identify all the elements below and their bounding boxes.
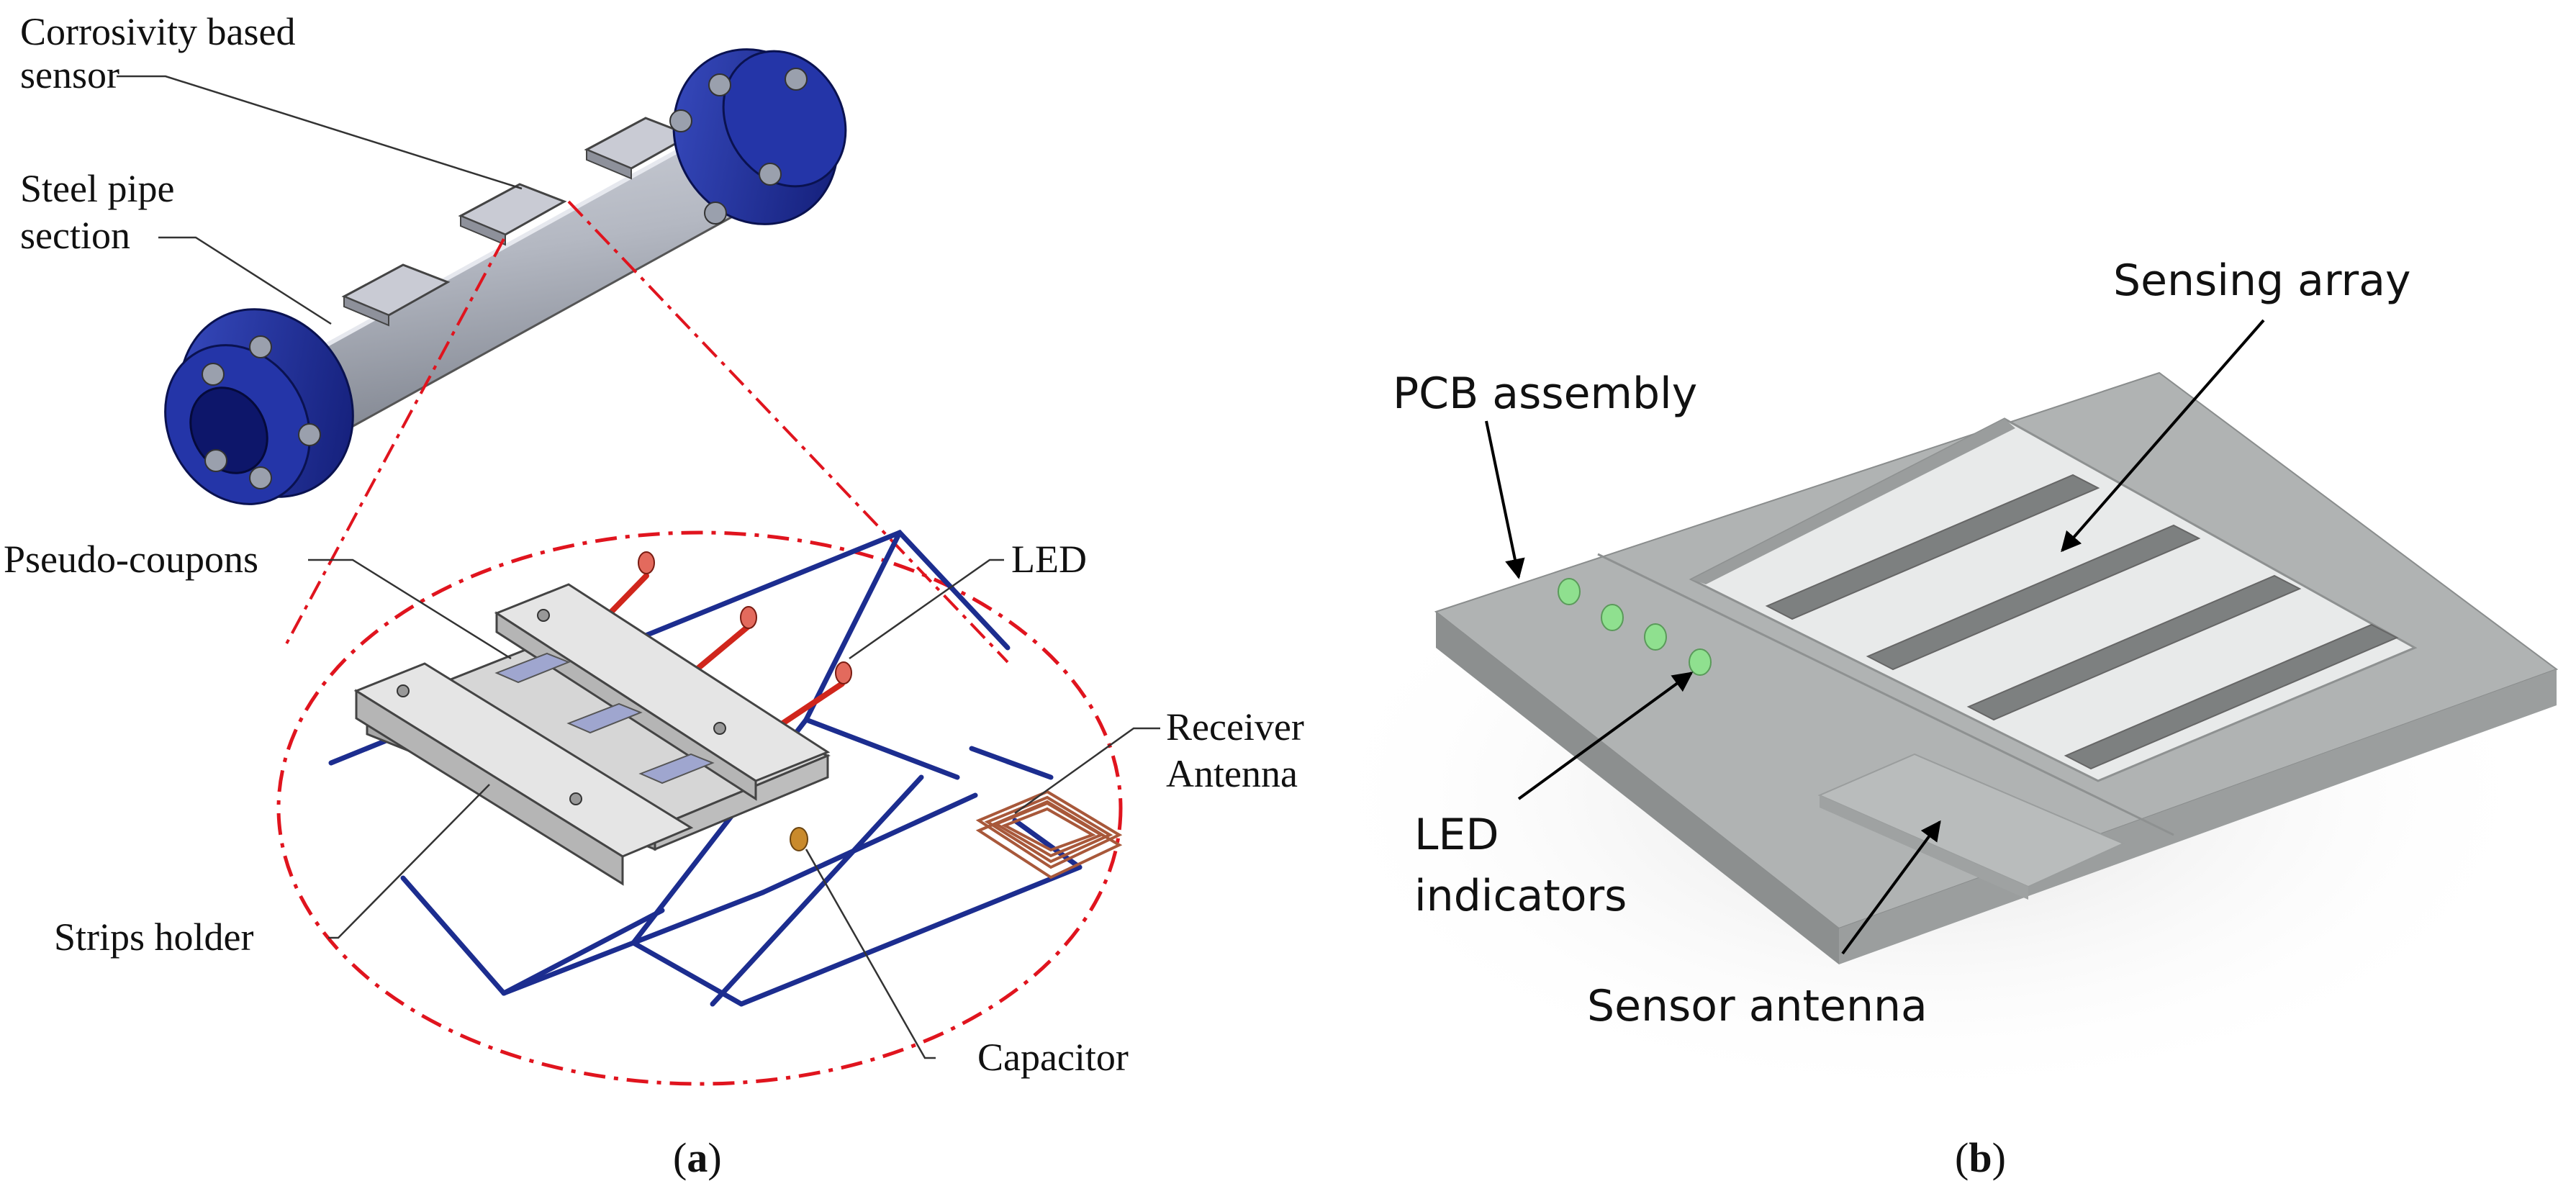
right-flange [669, 48, 847, 225]
panel-b: Sensing array PCB assembly LED indicator… [1303, 255, 2559, 1181]
panel-a: Corrosivity based sensor Steel pipe sect… [4, 10, 1304, 1181]
caption-a: (a) [673, 1134, 722, 1181]
sensing-array-bars [1765, 474, 2399, 770]
label-sensing-array: Sensing array [2113, 255, 2410, 306]
capacitor-component [790, 827, 808, 851]
leader-lines-a [117, 75, 1160, 1059]
strips-holder-illustration [353, 583, 831, 886]
label-corrosivity-sensor-line1: Corrosivity based [20, 10, 295, 53]
label-sensor-antenna: Sensor antenna [1587, 981, 1928, 1031]
arrows-b [1485, 319, 2265, 955]
label-steel-pipe-line1: Steel pipe [20, 167, 174, 210]
label-led-indicators-line2: indicators [1414, 871, 1627, 921]
sensor-pads [341, 117, 693, 327]
led-components [638, 551, 852, 684]
label-capacitor: Capacitor [977, 1036, 1129, 1079]
label-receiver-antenna-line1: Receiver [1166, 705, 1304, 748]
label-pcb-assembly: PCB assembly [1393, 368, 1697, 419]
label-steel-pipe-line2: section [20, 214, 130, 257]
left-flange [164, 308, 354, 505]
sensor-board-illustration [1434, 371, 2559, 964]
label-strips-holder: Strips holder [54, 915, 254, 959]
label-corrosivity-sensor-line2: sensor [20, 53, 119, 96]
caption-b: (b) [1955, 1134, 2006, 1181]
receiver-antenna-coil [975, 790, 1123, 879]
label-receiver-antenna-line2: Antenna [1166, 752, 1298, 795]
label-led-indicators-line1: LED [1414, 810, 1499, 860]
steel-pipe-illustration [164, 48, 847, 505]
label-led: LED [1011, 538, 1087, 581]
detail-ellipse [276, 530, 1123, 1086]
callout-line-right [567, 200, 1009, 664]
led-indicator-array [1558, 578, 1712, 676]
label-pseudo-coupons: Pseudo-coupons [4, 538, 258, 581]
